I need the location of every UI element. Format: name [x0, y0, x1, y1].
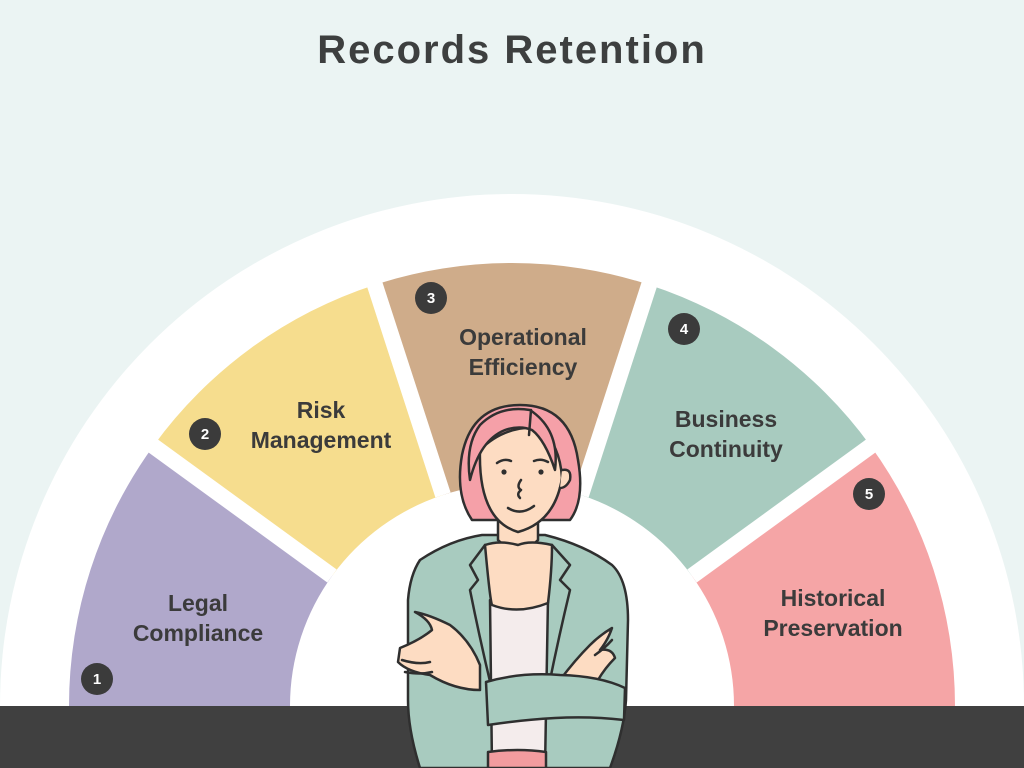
- number-badge-2: 2: [189, 418, 221, 450]
- label-line: Business: [674, 406, 778, 432]
- segment-label-risk-management: Risk Management: [251, 395, 392, 455]
- number-badge-3: 3: [415, 282, 447, 314]
- segment-historical-preservation: [691, 445, 955, 706]
- segment-operational-efficiency: [375, 263, 649, 495]
- segment-label-operational-efficiency: Operational Efficiency: [459, 322, 587, 382]
- label-line: Operational: [459, 324, 587, 350]
- label-line: Efficiency: [468, 354, 578, 380]
- segment-gaps: [140, 273, 884, 583]
- segment-business-continuity: [580, 284, 871, 576]
- number-badge-4: 4: [668, 313, 700, 345]
- woman-illustration: [396, 403, 630, 768]
- label-line: Preservation: [763, 615, 903, 641]
- label-line: Management: [250, 427, 392, 453]
- label-line: Risk: [296, 397, 346, 423]
- segment-label-business-continuity: Business Continuity: [669, 404, 783, 464]
- segment-legal-compliance: [69, 445, 333, 706]
- number-badge-5: 5: [853, 478, 885, 510]
- number-badge-1: 1: [81, 663, 113, 695]
- label-line: Continuity: [669, 436, 783, 462]
- segment-risk-management: [153, 284, 444, 576]
- segment-label-legal-compliance: Legal Compliance: [133, 588, 263, 648]
- segment-label-historical-preservation: Historical Preservation: [763, 583, 902, 643]
- label-line: Legal: [167, 590, 229, 616]
- page-title: Records Retention: [317, 28, 707, 72]
- label-line: Historical: [780, 585, 886, 611]
- label-line: Compliance: [132, 620, 264, 646]
